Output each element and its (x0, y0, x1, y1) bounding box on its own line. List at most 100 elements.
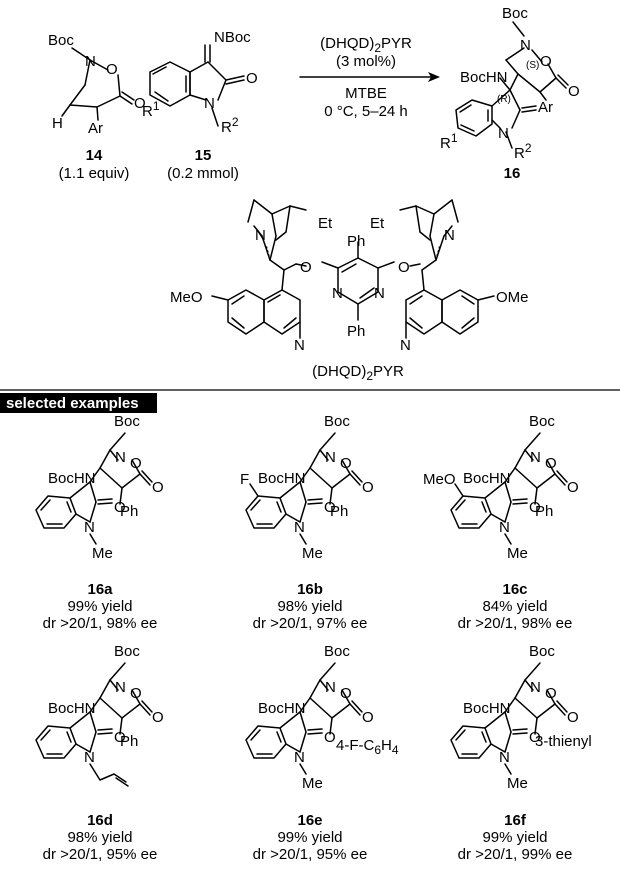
example-16a-n: N (115, 449, 126, 466)
example-16f-me: Me (507, 775, 528, 792)
example-16c-id: 16c (502, 581, 527, 598)
reagent-14-structure (61, 47, 135, 121)
example-16a-boc: Boc (114, 413, 140, 430)
example-16b-n-lactam: N (294, 519, 305, 536)
example-16f-n: N (530, 679, 541, 696)
example-16d-yield: 98% yield (67, 829, 132, 846)
p16-boc: Boc (502, 5, 528, 22)
example-16b-o: O (340, 455, 352, 472)
r15-r2: R2 (221, 115, 239, 136)
p16-r1: R1 (440, 131, 458, 152)
cat-n-quin-right: N (400, 337, 411, 354)
example-16f-o-carbonyl: O (567, 709, 579, 726)
example-16e-boc: Boc (324, 643, 350, 660)
example-16b-aryl-sub: F (240, 471, 249, 488)
section-tag-bg (0, 393, 157, 413)
example-16d-allyl-db (115, 777, 129, 787)
example-16e-n-lactam: N (294, 749, 305, 766)
cat-n-right: N (444, 227, 455, 244)
p16-o: O (540, 53, 552, 70)
example-16d-bochn: BocHN (48, 700, 96, 717)
example-16b-aryl-bond (249, 483, 259, 497)
example-16e-substituent: 4-F-C6H4 (336, 737, 399, 757)
example-16e-yield: 99% yield (277, 829, 342, 846)
arrow-head (428, 72, 440, 82)
example-16e-bochn: BocHN (258, 700, 306, 717)
p16-id: 16 (504, 165, 521, 182)
example-16f-o-lactam: O (529, 729, 541, 746)
p16-nl: N (498, 125, 509, 142)
catalyst-structure (211, 199, 495, 339)
example-16a-o: O (130, 455, 142, 472)
cond-loading: (3 mol%) (336, 53, 396, 70)
example-16c-yield: 84% yield (482, 598, 547, 615)
example-16f-boc: Boc (529, 643, 555, 660)
example-16d-selectivity: dr >20/1, 95% ee (43, 846, 158, 863)
cond-solvent: MTBE (345, 85, 387, 102)
r14-h: H (52, 115, 63, 132)
cat-ph-bottom: Ph (347, 323, 365, 340)
example-16a-nme-bond (89, 533, 97, 545)
example-16c-bochn: BocHN (463, 470, 511, 487)
cat-n-pyr-left: N (332, 285, 343, 302)
cat-ph-top: Ph (347, 233, 365, 250)
example-16f-substituent: 3-thienyl (535, 733, 592, 750)
r14-boc: Boc (48, 32, 74, 49)
example-16a-yield: 99% yield (67, 598, 132, 615)
r15-id: 15 (195, 147, 212, 164)
r15-r1: R1 (142, 99, 160, 120)
r14-ar: Ar (88, 120, 103, 137)
p16-stereo-s: (S) (526, 60, 539, 71)
example-16e-n: N (325, 679, 336, 696)
example-16d-o: O (130, 685, 142, 702)
r15-amount: (0.2 mmol) (167, 165, 239, 182)
example-16c-n: N (530, 449, 541, 466)
r15-nboc: NBoc (214, 29, 251, 46)
example-16a-me: Me (92, 545, 113, 562)
r15-o: O (246, 70, 258, 87)
example-16b-bochn: BocHN (258, 470, 306, 487)
example-16c-substituent: Ph (535, 503, 553, 520)
example-16b-substituent: Ph (330, 503, 348, 520)
example-16d-o-carbonyl: O (152, 709, 164, 726)
catalyst-name: (DHQD)2PYR (312, 363, 404, 383)
example-16a-o-carbonyl: O (152, 479, 164, 496)
example-16e-selectivity: dr >20/1, 95% ee (253, 846, 368, 863)
example-16b-o-carbonyl: O (362, 479, 374, 496)
example-16d-boc: Boc (114, 643, 140, 660)
example-16d-allyl (89, 763, 127, 783)
example-16d-o-lactam: O (114, 729, 126, 746)
example-16d-n-lactam: N (84, 749, 95, 766)
example-16e-o-lactam: O (324, 729, 336, 746)
example-16b-n: N (325, 449, 336, 466)
example-16b-me: Me (302, 545, 323, 562)
example-16a-o-lactam: O (114, 499, 126, 516)
p16-n: N (520, 37, 531, 54)
example-16e-me: Me (302, 775, 323, 792)
example-16c-aryl-bond (454, 483, 464, 497)
example-16c-o-carbonyl: O (567, 479, 579, 496)
example-16e-o: O (340, 685, 352, 702)
example-16e-id: 16e (297, 812, 322, 829)
cat-o-right: O (398, 259, 410, 276)
cat-n-quin-left: N (294, 337, 305, 354)
example-16f-yield: 99% yield (482, 829, 547, 846)
example-16b-id: 16b (297, 581, 323, 598)
example-16b-selectivity: dr >20/1, 97% ee (253, 615, 368, 632)
reagent-15-structure (149, 44, 245, 127)
r15-n: N (204, 95, 215, 112)
cat-o-left: O (300, 259, 312, 276)
example-16c-aryl-sub: MeO (423, 471, 456, 488)
cat-meo: MeO (170, 289, 203, 306)
p16-r2: R2 (514, 141, 532, 162)
example-16c-selectivity: dr >20/1, 98% ee (458, 615, 573, 632)
cat-n-left: N (255, 227, 266, 244)
p16-bochn: BocHN (460, 69, 508, 86)
example-16f-bochn: BocHN (463, 700, 511, 717)
example-16c-o: O (545, 455, 557, 472)
r14-o: O (106, 61, 118, 78)
